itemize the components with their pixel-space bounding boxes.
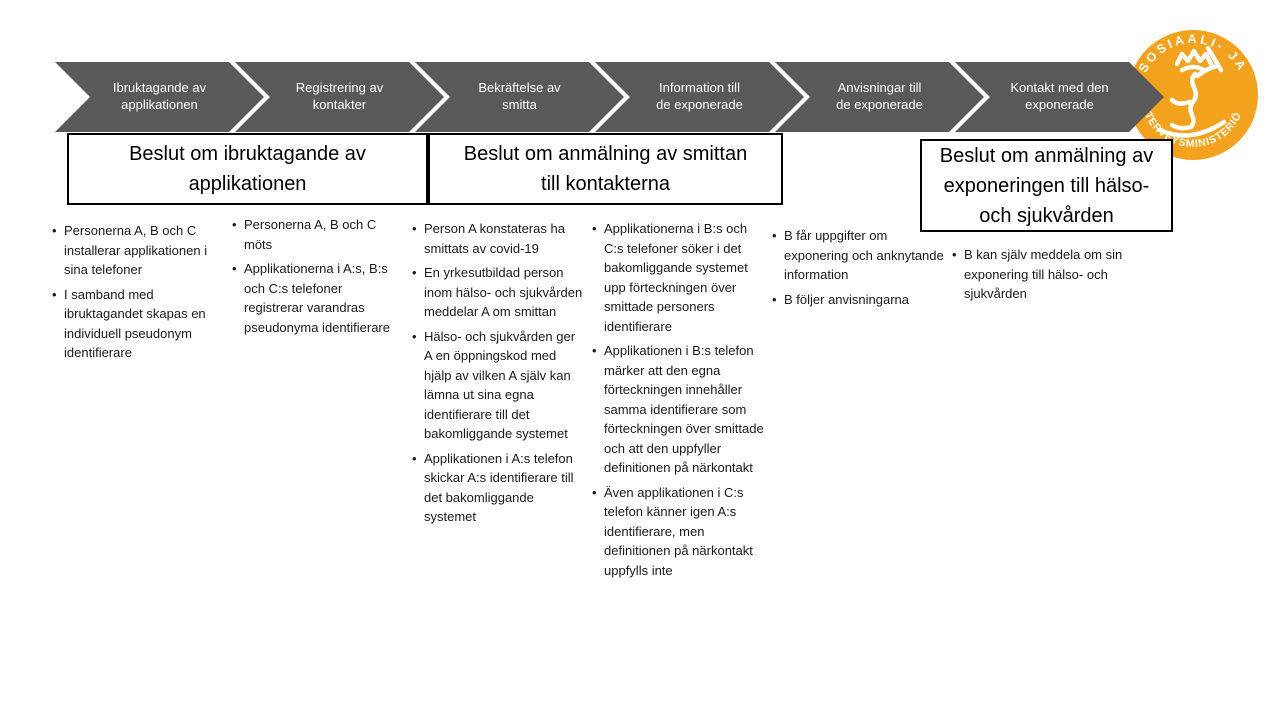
bullet-item: Personerna A, B och C möts: [232, 215, 404, 254]
bullet-column-1: Personerna A, B och C installerar applik…: [52, 221, 224, 368]
process-step-registrering: Registrering av kontakter: [235, 62, 444, 132]
decision-box-title: Beslut om anmälning av smittan till kont…: [463, 143, 748, 195]
bullet-item: Applikationen i B:s telefon märker att d…: [592, 341, 770, 478]
decision-box-title: Beslut om ibruktagande av applikationen: [129, 143, 366, 195]
bullet-column-5: B får uppgifter om exponering och anknyt…: [772, 226, 944, 314]
bullet-column-6: B kan själv meddela om sin exponering ti…: [952, 245, 1138, 309]
bullet-item: Applikationerna i B:s och C:s telefoner …: [592, 219, 770, 336]
process-step-label: Anvisningar till de exponerade: [836, 80, 923, 112]
bullet-column-3: Person A konstateras ha smittats av covi…: [412, 219, 584, 532]
bullet-item: B följer anvisningarna: [772, 290, 944, 310]
process-step-label: Bekräftelse av smitta: [478, 80, 561, 112]
bullet-item: Applikationerna i A:s, B:s och C:s telef…: [232, 259, 404, 337]
bullet-column-4: Applikationerna i B:s och C:s telefoner …: [592, 219, 770, 585]
process-step-label: Information till de exponerade: [656, 80, 743, 112]
process-step-bekraftelse: Bekräftelse av smitta: [415, 62, 624, 132]
bullet-item: Även applikationen i C:s telefon känner …: [592, 483, 770, 581]
decision-box-title: Beslut om anmälning av exponeringen till…: [939, 144, 1154, 227]
bullet-item: En yrkesutbildad person inom hälso- och …: [412, 263, 584, 322]
logo-circle: [1128, 30, 1258, 160]
process-step-label: Kontakt med den exponerade: [1010, 80, 1109, 112]
decision-box-anmalning-smittan: Beslut om anmälning av smittan till kont…: [428, 133, 783, 205]
bullet-item: Personerna A, B och C installerar applik…: [52, 221, 224, 280]
bullet-item: Applikationen i A:s telefon skickar A:s …: [412, 449, 584, 527]
bullet-item: Person A konstateras ha smittats av covi…: [412, 219, 584, 258]
decision-box-anmalning-exponering: Beslut om anmälning av exponeringen till…: [920, 139, 1173, 232]
decision-box-ibruktagande: Beslut om ibruktagande av applikationen: [67, 133, 428, 205]
bullet-item: B får uppgifter om exponering och anknyt…: [772, 226, 944, 285]
process-step-kontakt: Kontakt med den exponerade: [955, 62, 1164, 132]
lion-emblem-icon: [1157, 45, 1227, 138]
process-step-label: Registrering av kontakter: [295, 80, 384, 112]
process-step-information: Information till de exponerade: [595, 62, 804, 132]
process-step-label: Ibruktagande av applikationen: [112, 80, 207, 112]
bullet-item: B kan själv meddela om sin exponering ti…: [952, 245, 1138, 304]
bullet-column-2: Personerna A, B och C möts Applikationer…: [232, 215, 404, 342]
bullet-item: Hälso- och sjukvården ger A en öppningsk…: [412, 327, 584, 444]
bullet-item: I samband med ibruktagandet skapas en in…: [52, 285, 224, 363]
process-step-anvisningar: Anvisningar till de exponerade: [775, 62, 984, 132]
process-step-ibruktagande: Ibruktagande av applikationen: [55, 62, 264, 132]
